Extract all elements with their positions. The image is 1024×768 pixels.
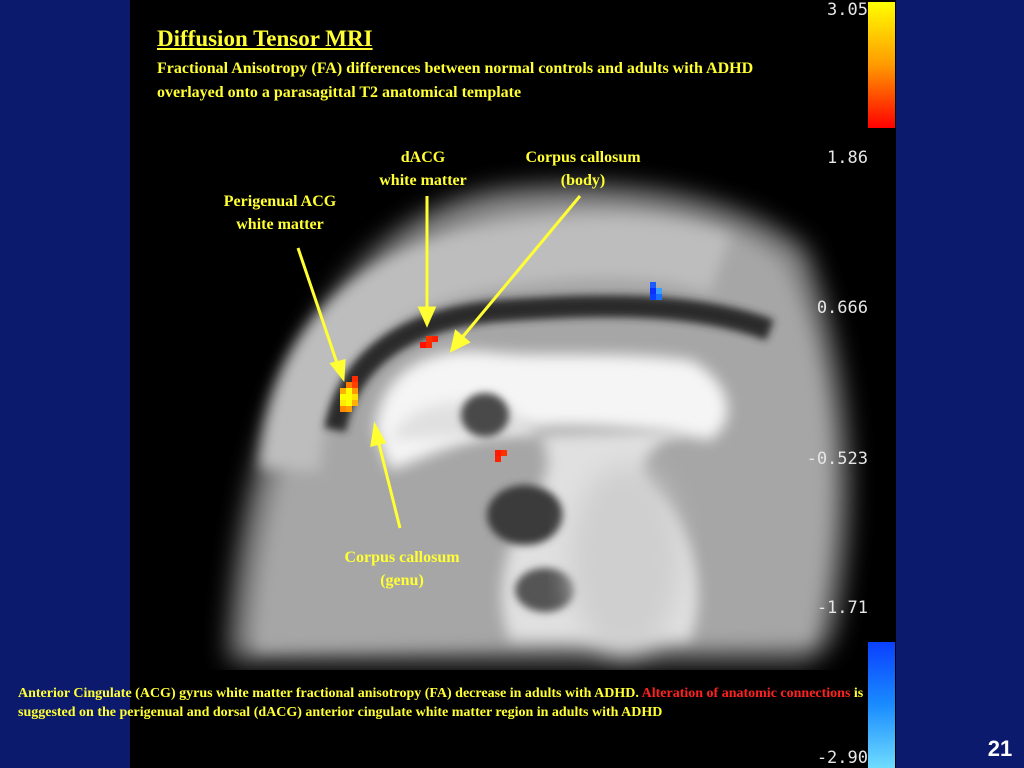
activation-perigenual	[340, 376, 358, 412]
caption-text: Anterior Cingulate (ACG) gyrus white mat…	[18, 686, 639, 701]
activation-negative	[650, 282, 662, 300]
scale-tick: 1.86	[827, 148, 868, 168]
scale-tick: -0.523	[806, 449, 868, 469]
scale-tick: 0.666	[816, 298, 868, 318]
activation-dacg	[420, 336, 438, 348]
scale-tick: -1.71	[816, 598, 868, 618]
slide-number: 21	[987, 736, 1013, 761]
annotation-arrows	[296, 195, 582, 529]
activation-midbrain	[495, 450, 507, 462]
colorbar-positive	[868, 2, 895, 128]
slide-subtitle: Fractional Anisotropy (FA) differences b…	[157, 60, 754, 101]
caption: Anterior Cingulate (ACG) gyrus white mat…	[18, 684, 868, 722]
label-dacg: dACG white matter	[379, 149, 467, 189]
caption-text: is suggested on the perigenual and dorsa…	[18, 686, 864, 720]
brain-mri-image	[230, 186, 847, 660]
scale-tick-min: -2.90	[816, 748, 868, 768]
colorbar-negative	[868, 642, 895, 768]
label-corpus-callosum-body: Corpus callosum (body)	[525, 149, 641, 189]
label-corpus-callosum-genu: Corpus callosum (genu)	[344, 549, 460, 589]
label-perigenual-acg: Perigenual ACG white matter	[223, 193, 337, 233]
scale-tick-max: 3.05	[827, 0, 868, 20]
slide-title: Diffusion Tensor MRI	[157, 26, 373, 51]
caption-highlight: Alteration of anatomic connections	[641, 686, 851, 701]
